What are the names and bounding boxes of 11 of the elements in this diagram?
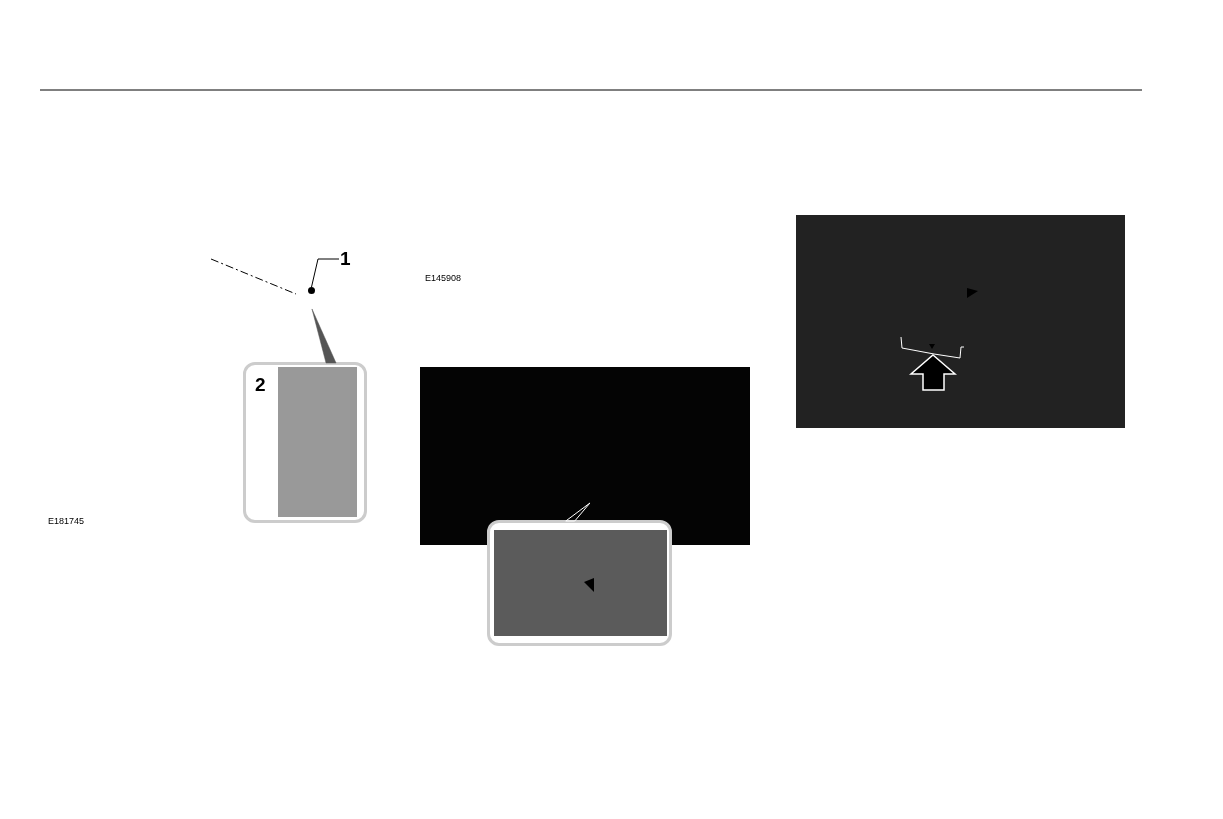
point-marker bbox=[308, 287, 315, 294]
figure-code: E145908 bbox=[425, 273, 462, 283]
pointer-wedge bbox=[311, 308, 337, 364]
inset-panel bbox=[487, 520, 672, 646]
display-screen bbox=[420, 367, 750, 545]
pointer-wedge bbox=[565, 502, 591, 522]
figure-code: E181745 bbox=[48, 516, 85, 526]
callout-number: 2 bbox=[255, 374, 266, 396]
leader-line bbox=[311, 258, 340, 288]
inset-panel bbox=[243, 362, 367, 523]
callout-number: 1 bbox=[340, 248, 356, 270]
